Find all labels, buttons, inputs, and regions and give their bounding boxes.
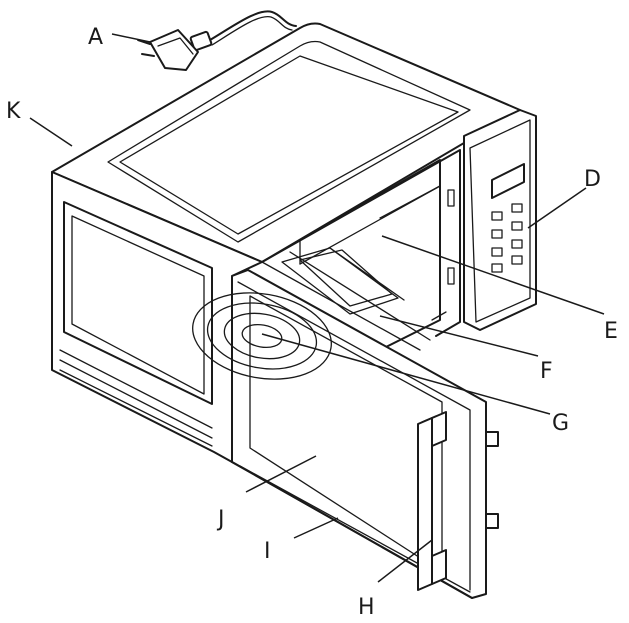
label-f: F xyxy=(540,359,553,384)
leader-line-j xyxy=(245,455,317,493)
door-latch xyxy=(485,431,499,447)
power-cord xyxy=(189,10,297,52)
part-labels: A K D E F G J I H xyxy=(6,25,618,620)
label-j: J xyxy=(216,507,225,532)
display-screen xyxy=(491,163,525,199)
leader-line-f xyxy=(379,315,539,357)
microwave-cabinet xyxy=(51,22,521,463)
leader-line-d xyxy=(527,187,587,229)
leader-line-e xyxy=(381,235,605,315)
label-k: K xyxy=(6,99,21,124)
leader-line-a xyxy=(111,33,151,43)
control-button xyxy=(491,247,503,257)
label-a: A xyxy=(88,25,103,50)
oven-cavity xyxy=(261,157,455,351)
control-button xyxy=(491,229,503,239)
microwave-door xyxy=(192,269,499,599)
label-d: D xyxy=(584,167,601,192)
turntable-support xyxy=(281,247,405,315)
control-button xyxy=(491,211,503,221)
leader-line-i xyxy=(293,517,339,539)
leader-line-h xyxy=(377,539,433,583)
control-button xyxy=(491,263,503,273)
label-h: H xyxy=(358,595,375,620)
label-g: G xyxy=(552,411,569,436)
leader-line-g xyxy=(261,333,551,415)
control-button xyxy=(511,239,523,249)
power-plug xyxy=(137,29,199,71)
door-latch xyxy=(485,513,499,529)
control-button xyxy=(511,221,523,231)
label-e: E xyxy=(604,319,618,344)
leader-lines xyxy=(29,33,605,583)
leader-line-k xyxy=(29,117,73,147)
control-panel xyxy=(463,109,537,331)
label-i: I xyxy=(264,539,271,564)
control-button xyxy=(511,255,523,265)
door-handle xyxy=(417,411,447,591)
control-button xyxy=(511,203,523,213)
glass-turntable xyxy=(192,292,332,380)
